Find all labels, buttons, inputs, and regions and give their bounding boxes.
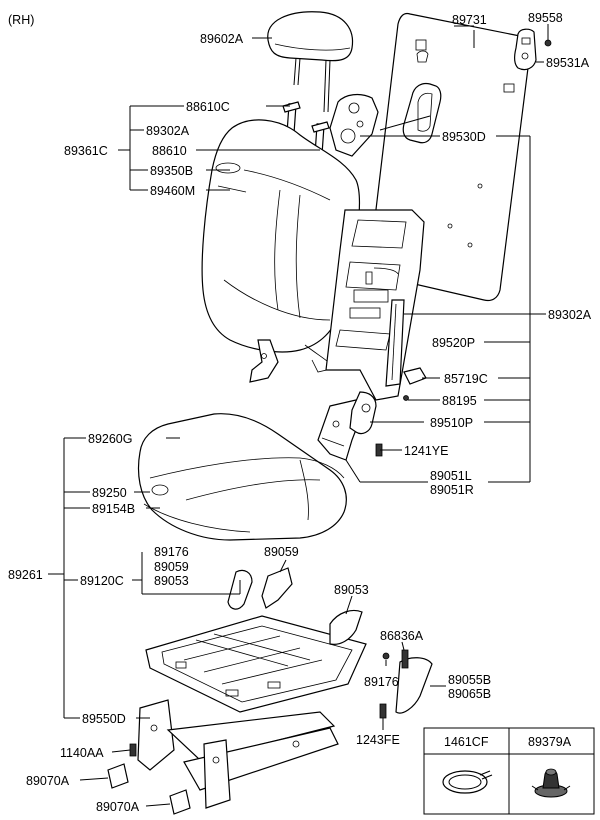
parts-legend-table: 1461CF 89379A: [423, 727, 595, 815]
callout-89070A-a: 89070A: [26, 774, 70, 788]
legend-header-89379A: 89379A: [528, 735, 572, 749]
callout-89261: 89261: [8, 568, 43, 582]
callout-88610: 88610: [152, 144, 187, 158]
callout-88195: 88195: [442, 394, 477, 408]
clip-fastener-icon: [531, 768, 571, 798]
callout-89154B: 89154B: [92, 502, 135, 516]
callout-1140AA: 1140AA: [60, 746, 104, 760]
seat-back-cushion: [201, 119, 361, 373]
callout-89059-b: 89059: [264, 545, 299, 559]
fastener-bolts: [129, 649, 409, 757]
callout-89250: 89250: [92, 486, 127, 500]
seat-cushion: [137, 413, 347, 541]
callout-89302A-right: 89302A: [548, 308, 592, 322]
callout-89350B: 89350B: [150, 164, 193, 178]
callout-85719C: 85719C: [444, 372, 488, 386]
callout-89460M: 89460M: [150, 184, 195, 198]
callout-89053-b: 89053: [334, 583, 369, 597]
legend-header-1461CF: 1461CF: [444, 735, 489, 749]
callout-89051L: 89051L: [430, 469, 472, 483]
hinge-hardware: [349, 367, 427, 457]
latch-cover: [514, 28, 552, 71]
callout-89053-a: 89053: [154, 574, 189, 588]
callout-89531A: 89531A: [546, 56, 590, 70]
callout-89550D: 89550D: [82, 712, 126, 726]
callout-1243FE: 1243FE: [356, 733, 400, 747]
callout-89260G: 89260G: [88, 432, 132, 446]
callout-89176-b: 89176: [364, 675, 399, 689]
callout-89070A-b: 89070A: [96, 800, 140, 814]
callout-89510P: 89510P: [430, 416, 473, 430]
recliner-mechanism: [329, 93, 379, 157]
callout-86836A: 86836A: [380, 629, 424, 643]
seat-back-hinge-bracket: [249, 339, 279, 383]
callout-89361C: 89361C: [64, 144, 108, 158]
callout-89055B: 89055B: [448, 673, 491, 687]
callout-89558: 89558: [528, 11, 563, 25]
callout-88610C: 88610C: [186, 100, 230, 114]
part-callouts: 89602A 89731 89558 89531A 88610C 89302A …: [8, 11, 592, 814]
callout-89731: 89731: [452, 13, 487, 27]
callout-89065B: 89065B: [448, 687, 491, 701]
seat-back-frame: [325, 209, 425, 401]
callout-89602A: 89602A: [200, 32, 244, 46]
callout-1241YE: 1241YE: [404, 444, 448, 458]
leader-lines: [48, 24, 549, 807]
callout-89530D: 89530D: [442, 130, 486, 144]
seat-legs: [137, 699, 339, 809]
callout-89120C: 89120C: [80, 574, 124, 588]
callout-89051R: 89051R: [430, 483, 474, 497]
leg-covers: [107, 763, 191, 815]
side-label: (RH): [8, 13, 34, 27]
seat-cushion-frame: [145, 615, 367, 713]
headrest: [267, 11, 354, 113]
callout-89302A-top: 89302A: [146, 124, 190, 138]
callout-89520P: 89520P: [432, 336, 475, 350]
snap-ring-icon: [442, 770, 493, 794]
callout-89176-a: 89176: [154, 545, 189, 559]
callout-89059-a: 89059: [154, 560, 189, 574]
